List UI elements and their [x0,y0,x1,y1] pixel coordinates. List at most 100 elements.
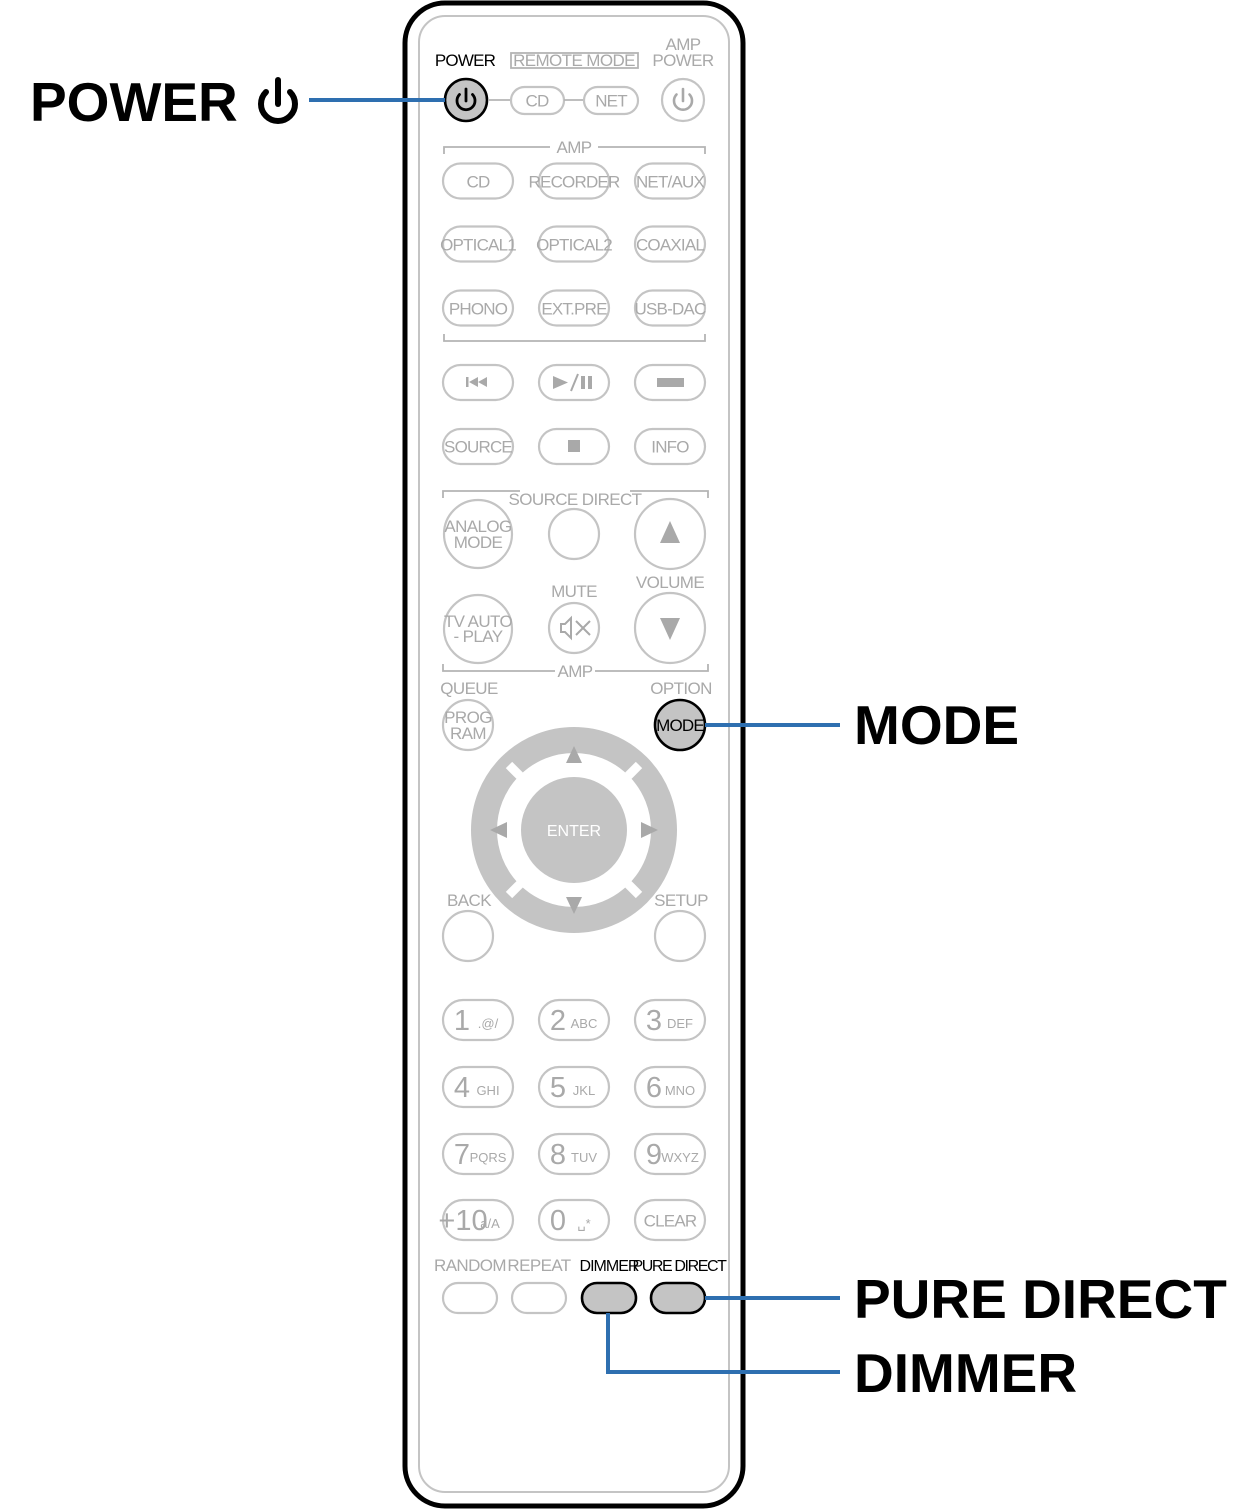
svg-text:NET: NET [595,92,627,111]
mode-cd-button[interactable]: CD [509,85,566,116]
svg-text:- PLAY: - PLAY [454,627,503,646]
amp-bracket-top [443,146,706,154]
arrow-left-icon[interactable] [490,822,507,838]
arrow-down-icon[interactable] [566,897,582,914]
skip-back-icon [466,377,489,387]
keypad-key-plus10[interactable]: +10a/A [438,1198,515,1242]
source-direct-button[interactable] [547,507,601,561]
setup-button[interactable] [653,909,707,963]
svg-text:CD: CD [526,92,549,111]
mute-button[interactable] [547,601,601,655]
navigation-pad: ENTER [471,727,677,933]
tv-auto-play-button[interactable]: TV AUTO - PLAY [442,593,514,665]
keypad-letters: .@/ [478,1016,499,1031]
analog-mode-button[interactable]: ANALOG MODE [442,498,514,570]
power-button[interactable] [443,77,489,123]
nav-ring[interactable] [471,727,677,933]
source-button-ext-pre[interactable]: EXT.PRE [537,289,611,327]
source-button[interactable]: SOURCE [441,427,515,466]
pure-direct-label: PURE DIRECT [632,1258,727,1275]
source-button-grid: CD RECORDER NET/AUX OPTICAL1 OPTICAL2 COAXIAL… [440,162,707,327]
callout-pure-direct: PURE DIRECT [705,1268,1227,1330]
play-pause-icon [553,373,592,392]
dimmer-label: DIMMER [580,1258,639,1275]
source-button-label: CD [467,173,490,192]
stop-button[interactable] [537,427,611,466]
source-button-label: PHONO [449,300,508,319]
source-button-optical2[interactable]: OPTICAL2 [536,225,613,263]
mode-net-button[interactable]: NET [582,85,640,116]
program-button[interactable]: PROG RAM [441,698,495,752]
keypad-letters: ␣* [577,1216,590,1231]
source-button-optical1[interactable]: OPTICAL1 [440,225,517,263]
random-button[interactable] [441,1281,499,1315]
svg-text:MODE: MODE [656,716,704,735]
source-button-label: RECORDER [529,173,620,192]
pure-direct-button[interactable] [649,1281,707,1315]
source-button-label: OPTICAL2 [536,236,612,255]
volume-up-icon [660,521,680,543]
volume-down-button[interactable] [633,591,707,665]
keypad-key-clear[interactable]: CLEAR [633,1198,707,1242]
source-button-label: COAXIAL [636,236,704,255]
remote-mode-frame [510,52,639,69]
source-button-coaxial[interactable]: COAXIAL [633,225,707,263]
callout-power: POWER [30,71,445,133]
setup-label: SETUP [654,891,708,910]
stop-icon [568,440,580,452]
skip-back-button[interactable] [441,363,515,402]
enter-label: ENTER [547,823,601,840]
play-pause-button[interactable] [537,363,611,402]
volume-label: VOLUME [636,573,704,592]
svg-text:MODE: MODE [454,533,503,552]
amp-group-label: AMP [556,138,591,157]
source-button-label: USB-DAC [635,300,706,319]
mode-button[interactable]: MODE [653,698,707,752]
queue-label: QUEUE [440,679,498,698]
arrow-right-icon[interactable] [641,822,658,838]
callout-pure-direct-label: PURE DIRECT [854,1268,1227,1330]
keypad-key-8[interactable]: 8 TUV [537,1132,611,1176]
volume-up-button[interactable] [633,497,707,571]
keypad-letters: a/A [480,1216,500,1231]
skip-forward-icon [657,378,684,387]
keypad-letters: DEF [667,1016,693,1031]
keypad-digit: 0 [550,1205,566,1237]
amp-bracket-2 [442,490,709,672]
dimmer-button[interactable] [580,1281,638,1315]
source-button-net-aux[interactable]: NET/AUX [633,162,707,200]
back-label: BACK [447,891,492,910]
callout-power-label: POWER [30,71,238,133]
keypad-letters: TUV [571,1150,597,1165]
repeat-button[interactable] [510,1281,568,1315]
skip-forward-button[interactable] [633,363,707,402]
keypad-letters: MNO [665,1083,695,1098]
keypad-letters: JKL [573,1083,595,1098]
source-button-phono[interactable]: PHONO [441,289,515,327]
arrow-up-icon[interactable] [566,746,582,763]
svg-text:TV AUTO: TV AUTO [444,612,513,631]
amp-bracket-bottom [443,334,706,342]
repeat-label: REPEAT [507,1256,570,1275]
keypad-digit: 2 [550,1005,566,1037]
source-button-label: EXT.PRE [541,300,607,319]
source-button-recorder[interactable]: RECORDER [529,162,621,200]
keypad-digit: 8 [550,1139,566,1171]
keypad-key-1[interactable]: 1.@/ [441,998,515,1042]
keypad-digit: 9 [646,1139,662,1171]
volume-down-icon [660,618,680,640]
back-button[interactable] [441,909,495,963]
info-button[interactable]: INFO [633,427,707,466]
keypad-key-0[interactable]: 0 ␣* [537,1198,611,1242]
source-button-usb-dac[interactable]: USB-DAC [633,289,707,327]
amp-power-button[interactable] [660,77,706,123]
source-button-cd[interactable]: CD [441,162,515,200]
